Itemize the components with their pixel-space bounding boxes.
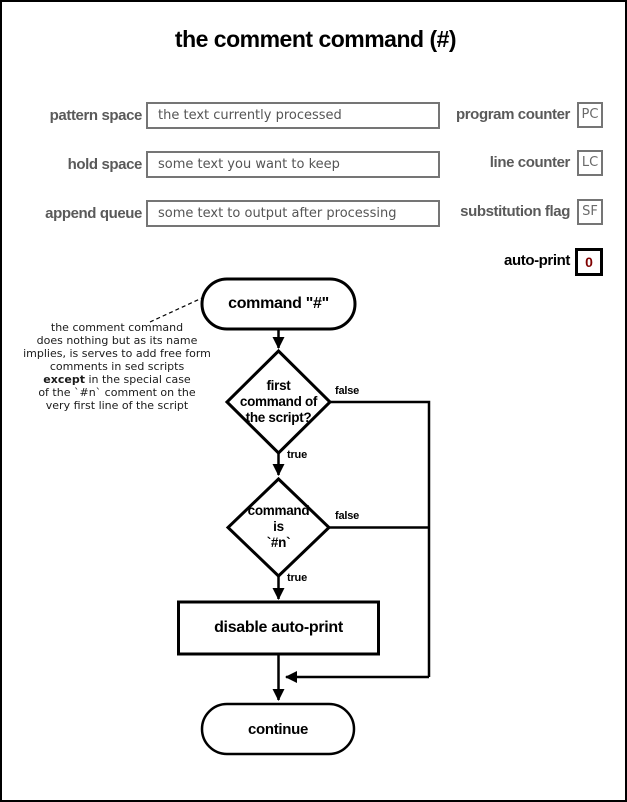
hold-space-row: hold space some text you want to keep [2, 151, 625, 179]
edge-false-branch [330, 400, 431, 677]
decision1-label: first command of the script? [239, 378, 318, 425]
edge-label-false1: false [335, 385, 360, 397]
annotation-callout-line [149, 297, 203, 323]
annotation-text-before: the comment command does nothing but as … [23, 321, 211, 373]
pattern-space-label: pattern space [49, 107, 143, 124]
line-counter-row: line counter LC [2, 150, 625, 178]
hold-space-box: some text you want to keep [146, 151, 440, 178]
hold-space-label: hold space [67, 156, 143, 173]
program-counter-row: program counter PC [2, 102, 625, 130]
append-queue-label: append queue [45, 205, 142, 222]
line-counter-label: line counter [489, 154, 571, 171]
pattern-space-box: the text currently processed [146, 102, 440, 129]
flowchart-canvas [149, 277, 431, 756]
end-node-label: continue [247, 720, 309, 738]
program-counter-label: program counter [455, 106, 570, 123]
annotation-text-bold: except [43, 373, 85, 386]
start-node-label: command "#" [228, 295, 329, 312]
hold-space-value: some text you want to keep [158, 157, 340, 172]
auto-print-box: 0 [575, 248, 603, 276]
pattern-space-value: the text currently processed [158, 108, 342, 123]
edge-label-true2: true [287, 572, 307, 584]
append-queue-box: some text to output after processing [146, 200, 440, 227]
line-counter-box: LC [577, 150, 603, 176]
substitution-flag-box: SF [577, 199, 603, 225]
pattern-space-row: pattern space the text currently process… [2, 102, 625, 130]
append-queue-value: some text to output after processing [158, 206, 397, 221]
auto-print-label: auto-print [504, 252, 570, 269]
process-node-shape [177, 600, 380, 656]
annotation-text-after: in the special case of the `#n` comment … [38, 373, 196, 412]
edge-label-true1: true [287, 449, 307, 461]
annotation-note: the comment command does nothing but as … [2, 321, 232, 412]
process-node-label: disable auto-print [214, 619, 343, 636]
program-counter-box: PC [577, 102, 603, 128]
end-node-shape [200, 702, 356, 756]
substitution-flag-row: substitution flag SF [2, 199, 625, 227]
decision2-label: command is `#n` [247, 503, 310, 550]
auto-print-row: auto-print 0 [2, 248, 625, 276]
edge-label-false2: false [335, 510, 360, 522]
substitution-flag-label: substitution flag [460, 203, 570, 220]
page-title: the comment command (#) [174, 26, 457, 52]
append-queue-row: append queue some text to output after p… [2, 200, 625, 228]
